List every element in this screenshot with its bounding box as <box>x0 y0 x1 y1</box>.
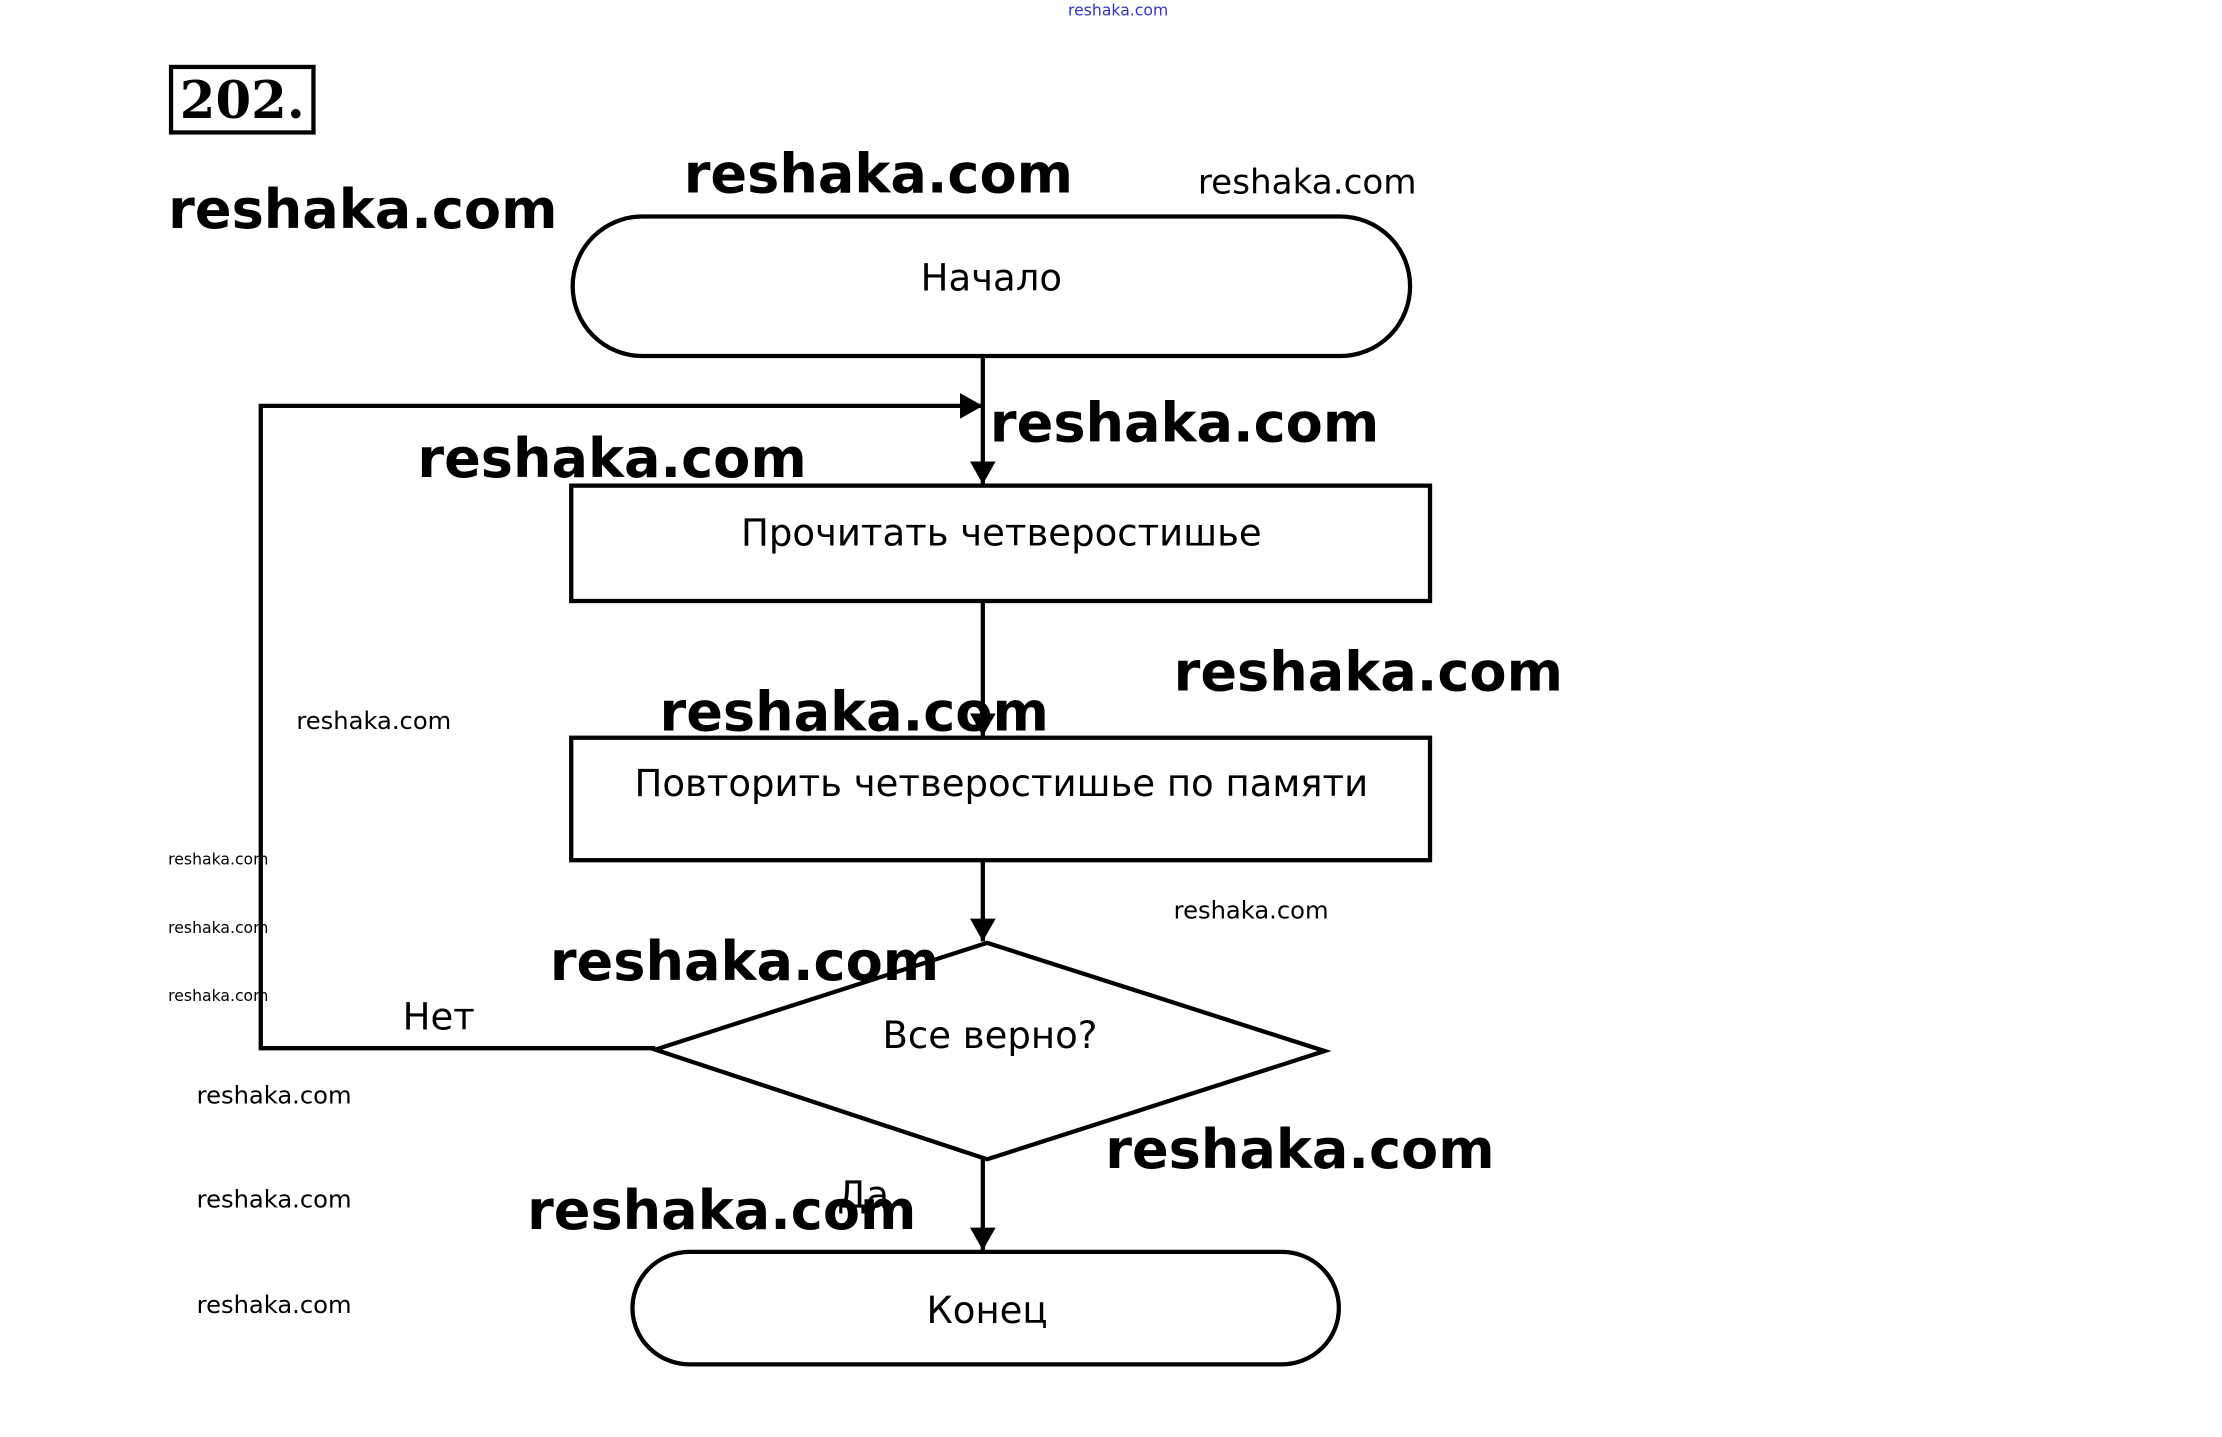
process-repeat <box>569 735 1433 863</box>
watermark: reshaka.com <box>417 427 806 490</box>
watermark: reshaka.com <box>550 930 939 993</box>
yes-label: Да <box>837 1174 889 1217</box>
start-terminal <box>570 214 1413 359</box>
process-read <box>569 483 1433 604</box>
process-repeat-label: Повторить четверостишье по памяти <box>635 762 1369 805</box>
start-label: Начало <box>921 257 1062 300</box>
watermark: reshaka.com <box>1174 641 1563 704</box>
no-label: Нет <box>403 996 475 1039</box>
watermark: reshaka.com <box>1198 163 1417 203</box>
watermark: reshaka.com <box>197 1291 352 1319</box>
watermark: reshaka.com <box>1105 1118 1494 1181</box>
watermark: reshaka.com <box>660 681 1049 744</box>
process-read-label: Прочитать четверостишье <box>741 511 1262 554</box>
decision-label: Все верно? <box>883 1014 1098 1057</box>
watermark: reshaka.com <box>527 1179 916 1242</box>
watermark: reshaka.com <box>168 849 268 868</box>
watermark: reshaka.com <box>1174 897 1329 925</box>
watermark: reshaka.com <box>296 707 451 735</box>
watermark: reshaka.com <box>168 178 557 241</box>
problem-number-box: 202. <box>168 64 316 135</box>
watermark-top: reshaka.com <box>1068 1 1168 20</box>
watermark: reshaka.com <box>168 918 268 937</box>
watermark: reshaka.com <box>990 391 1379 454</box>
decision-diamond <box>648 940 1332 1162</box>
watermark: reshaka.com <box>197 1082 352 1110</box>
end-terminal <box>630 1249 1342 1367</box>
watermark: reshaka.com <box>168 986 268 1005</box>
problem-number: 202. <box>180 71 305 131</box>
watermark: reshaka.com <box>197 1186 352 1214</box>
watermark: reshaka.com <box>684 142 1073 205</box>
arrow-no-loop <box>258 393 983 1051</box>
end-label: Конец <box>927 1289 1048 1332</box>
